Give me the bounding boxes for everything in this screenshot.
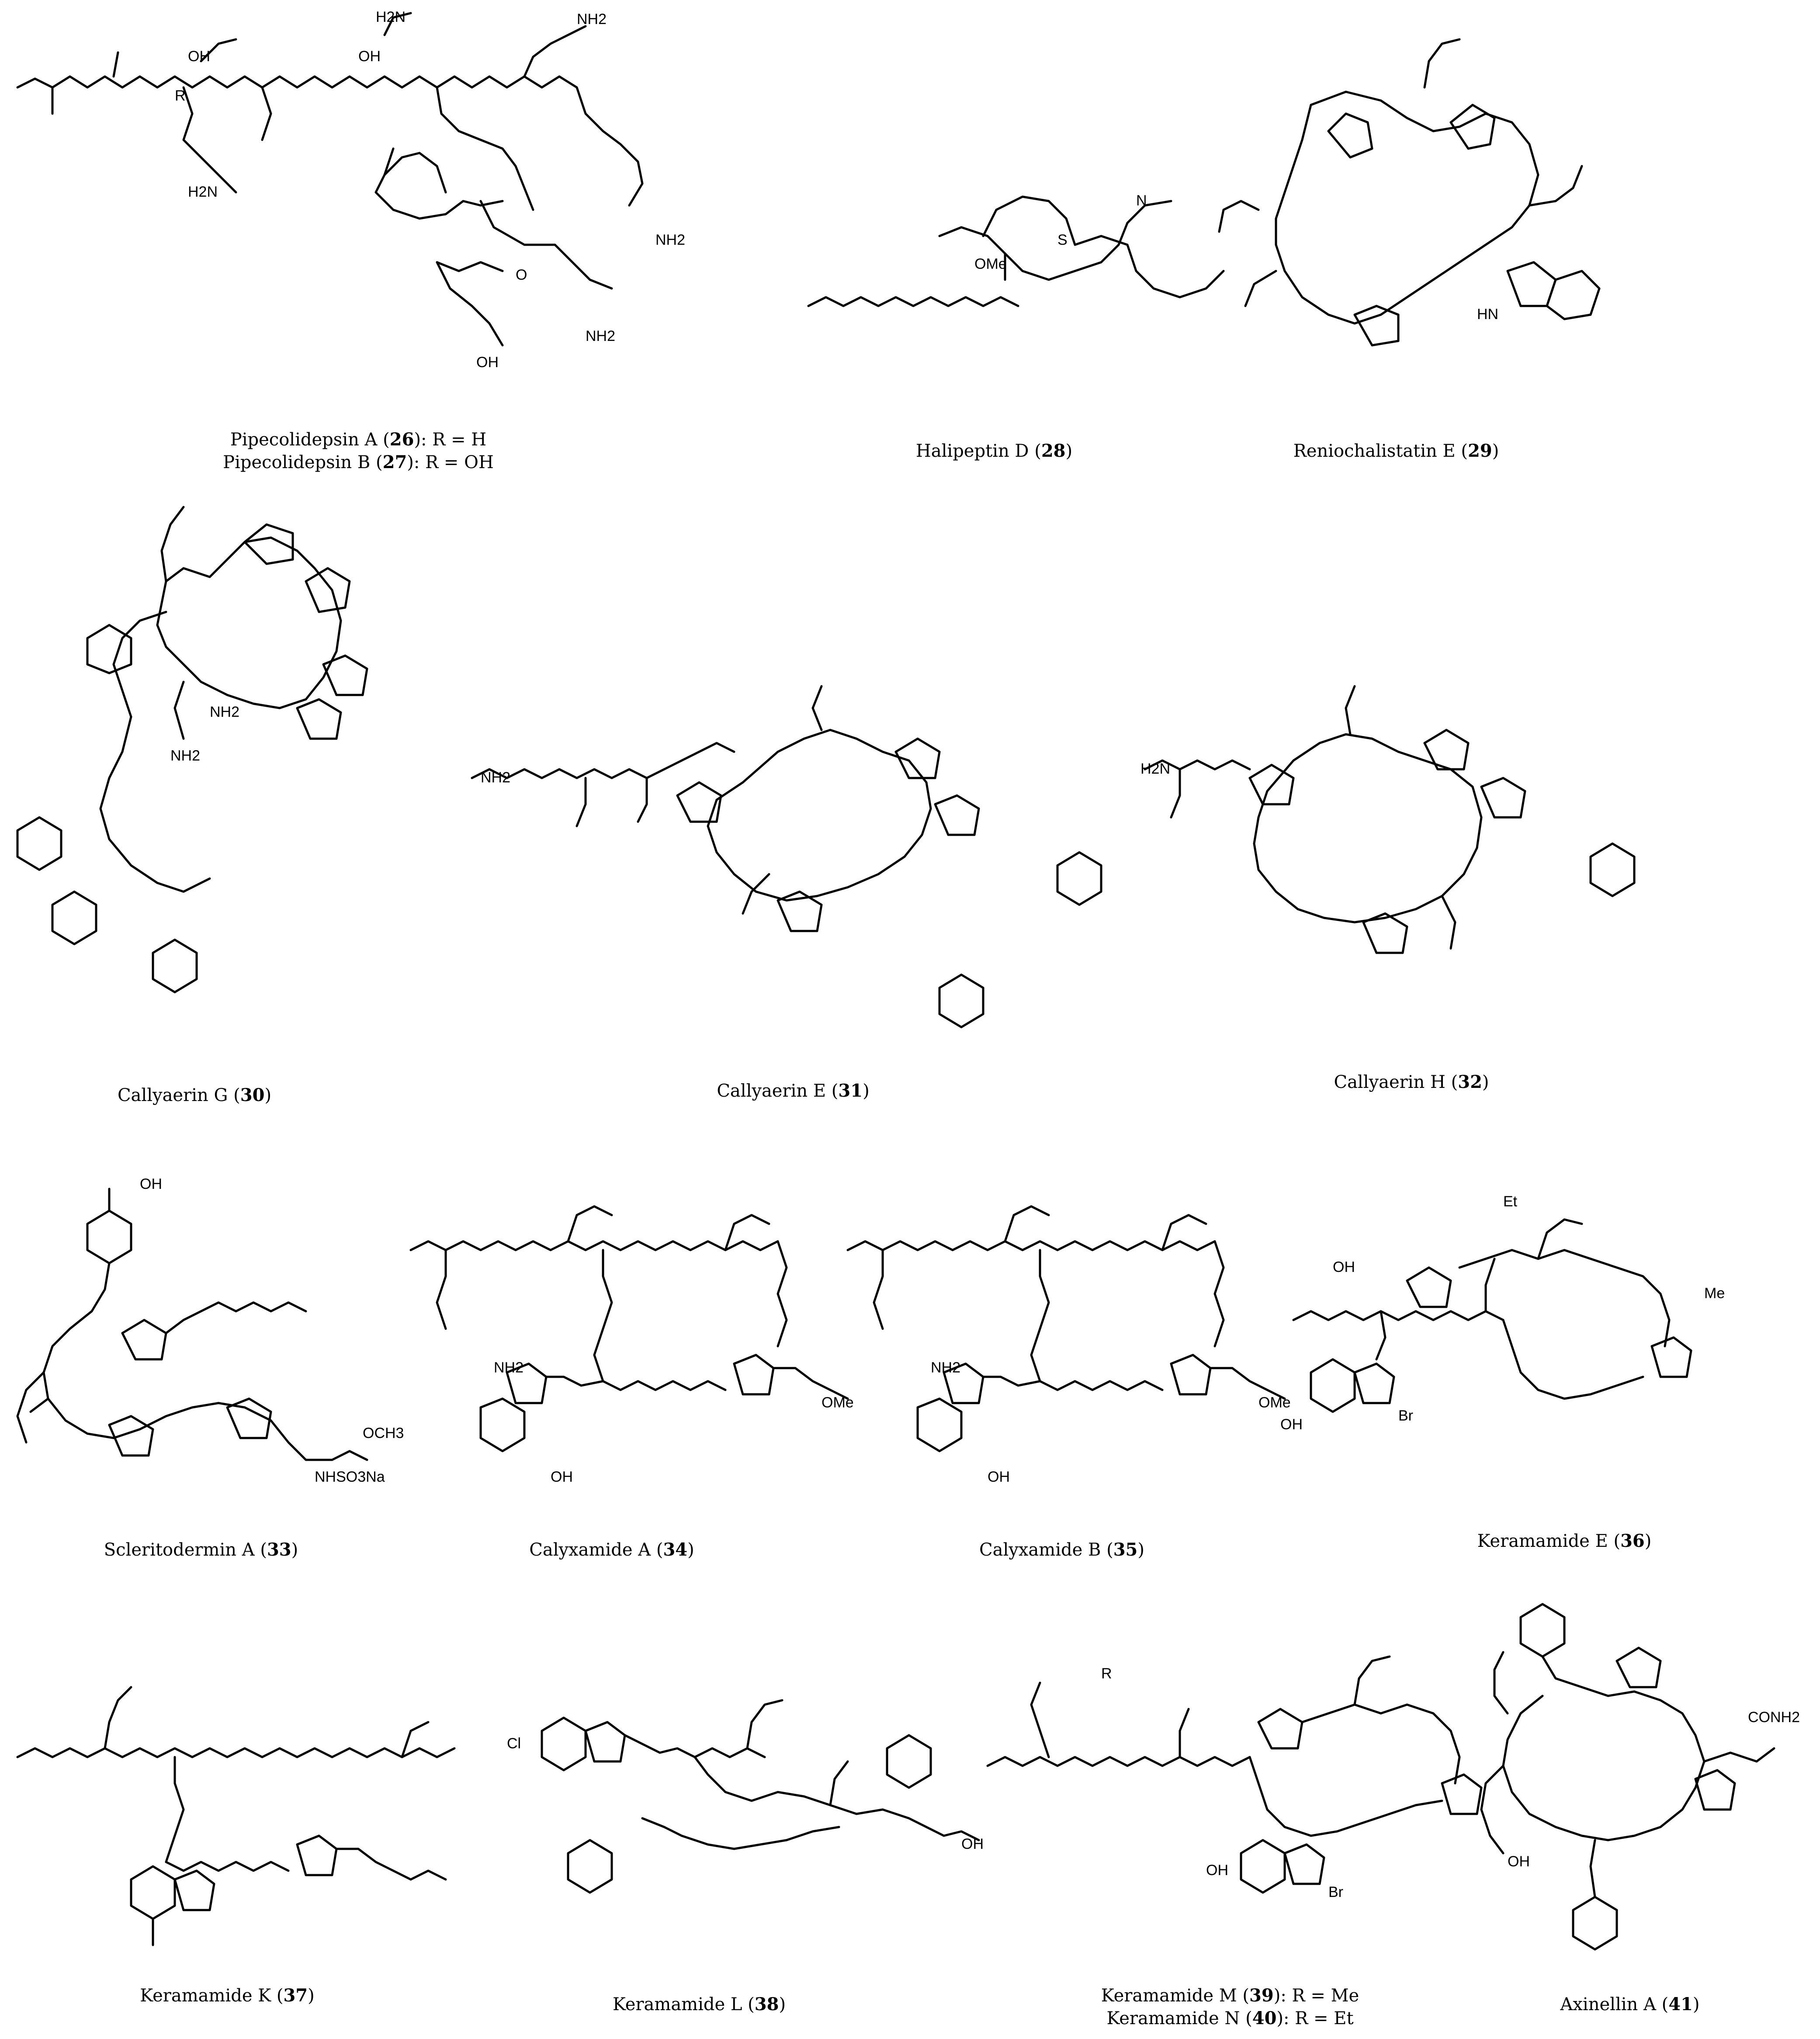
atom-label-oh: OH: [1280, 1416, 1303, 1433]
atom-label-h2n: H2N: [1141, 761, 1170, 777]
atom-label-nh2: NH2: [170, 747, 200, 764]
caption-calyxamide-a: Calyxamide A (34): [529, 1539, 694, 1560]
caption-line: Pipecolidepsin A (26): R = H: [230, 429, 487, 450]
atom-label-r: R: [1101, 1665, 1112, 1682]
atom-label-o: O: [516, 267, 527, 283]
structure-halipeptin-d: [807, 195, 1225, 307]
caption-pipecolidepsin: Pipecolidepsin A (26): R = H Pipecolidep…: [223, 428, 494, 474]
structure-scleritodermin-a: [16, 1188, 368, 1461]
structure-calyxamide-b: [846, 1205, 1286, 1452]
atom-label-et: Et: [1503, 1193, 1518, 1210]
structure-keramamide-k: [16, 1686, 456, 1946]
structure-callyaerin-g: [16, 506, 368, 993]
caption-halipeptin-d: Halipeptin D (28): [915, 441, 1073, 461]
caption-axinellin-a: Axinellin A (41): [1560, 1994, 1700, 2015]
atom-label-h2n: H2N: [376, 9, 406, 25]
atom-label-nh2: NH2: [931, 1359, 960, 1376]
atom-label-nh2: NH2: [494, 1359, 523, 1376]
atom-label-r: R: [175, 87, 186, 104]
atom-label-ome: OMe: [1258, 1394, 1291, 1411]
atom-label-och3: OCH3: [363, 1425, 404, 1442]
atom-label-hn: HN: [1477, 306, 1498, 323]
caption-line: Keramamide N (40): R = Et: [1106, 2008, 1354, 2029]
caption-line: Pipecolidepsin B (27): R = OH: [223, 452, 494, 472]
caption-line: Keramamide M (39): R = Me: [1101, 1985, 1359, 2006]
caption-keramamide-k: Keramamide K (37): [140, 1985, 315, 2006]
atom-label-br: Br: [1398, 1407, 1413, 1424]
caption-reniochalistatin-e: Reniochalistatin E (29): [1293, 441, 1499, 461]
structure-callyaerin-h: [1144, 685, 1636, 954]
atom-label-h2n: H2N: [188, 184, 218, 200]
atom-label-ome: OMe: [974, 256, 1007, 272]
atom-label-oh: OH: [551, 1469, 573, 1485]
atom-label-conh2: CONH2: [1748, 1709, 1800, 1726]
atom-label-me: Me: [1704, 1285, 1725, 1302]
structure-keramamide-m-n: [986, 1655, 1483, 1894]
atom-label-oh: OH: [188, 48, 210, 65]
atom-label-oh: OH: [1333, 1259, 1355, 1275]
atom-label-nh2: NH2: [481, 769, 510, 786]
atom-label-oh: OH: [140, 1176, 162, 1192]
atom-label-oh: OH: [988, 1469, 1010, 1485]
atom-label-nh2: NH2: [210, 704, 239, 720]
atom-label-br: Br: [1328, 1884, 1343, 1900]
atom-label-oh: OH: [476, 354, 499, 371]
structure-keramamide-l: [541, 1699, 980, 1894]
atom-label-nh2: NH2: [586, 328, 615, 344]
caption-callyaerin-g: Callyaerin G (30): [117, 1085, 272, 1105]
atom-labels: OH OH R H2N NH2 O NH2 NH2 OH H2N OMe S N…: [140, 9, 1800, 1900]
atom-label-cl: Cl: [507, 1735, 521, 1752]
atom-label-s: S: [1057, 232, 1068, 248]
atom-label-ome: OMe: [822, 1394, 854, 1411]
caption-calyxamide-b: Calyxamide B (35): [979, 1539, 1144, 1560]
structure-axinellin-a: [1480, 1603, 1775, 1951]
caption-keramamide-l: Keramamide L (38): [612, 1994, 786, 2015]
atom-label-oh: OH: [1508, 1853, 1530, 1870]
caption-keramamide-m-n: Keramamide M (39): R = Me Keramamide N (…: [1101, 1984, 1359, 2030]
atom-label-nhso3na: NHSO3Na: [315, 1469, 385, 1485]
atom-label-oh: OH: [1206, 1862, 1228, 1879]
caption-keramamide-e: Keramamide E (36): [1477, 1531, 1652, 1551]
structure-reniochalistatin-e: [1218, 38, 1601, 347]
atom-label-nh2: NH2: [655, 232, 685, 248]
caption-scleritodermin-a: Scleritodermin A (33): [104, 1539, 298, 1560]
structure-calyxamide-a: [409, 1205, 849, 1452]
structure-callyaerin-e: [471, 685, 1102, 1028]
atom-label-nh2: NH2: [577, 11, 607, 28]
atom-label-oh: OH: [358, 48, 381, 65]
structure-pipecolidepsin: [16, 12, 644, 347]
structure-keramamide-e: [1292, 1218, 1692, 1413]
atom-label-n: N: [1136, 192, 1147, 209]
caption-callyaerin-h: Callyaerin H (32): [1334, 1072, 1489, 1092]
atom-label-oh: OH: [961, 1836, 984, 1852]
caption-callyaerin-e: Callyaerin E (31): [717, 1080, 870, 1101]
